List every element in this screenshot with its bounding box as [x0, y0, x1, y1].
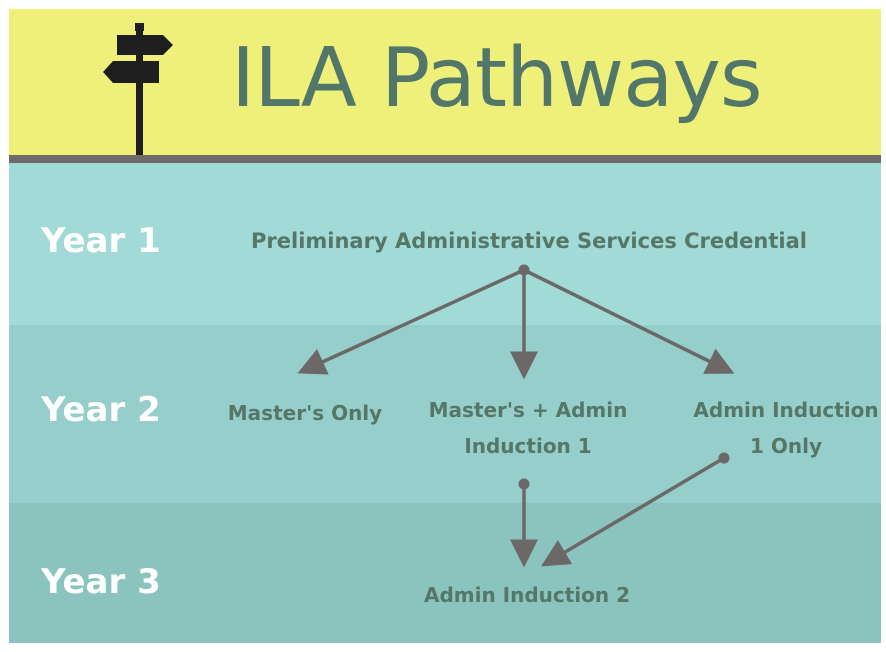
year-2-band: [9, 325, 881, 503]
year-1-band: [9, 163, 881, 325]
arrow-to-masters-only: [297, 268, 525, 375]
arrow-to-admin-induction-1: [523, 268, 735, 374]
year-1-label: Year 1: [41, 221, 161, 261]
header-divider: [9, 155, 881, 163]
arrow-admin-1-to-admin-2: [540, 456, 725, 567]
ila-pathways-diagram: ILA Pathways Year 1 Year 2 Year 3 Prelim…: [9, 9, 881, 643]
branch-dot-admin-1: [718, 452, 730, 464]
node-masters-admin-line-1: Master's + Admin: [428, 398, 628, 422]
node-admin-induction-2: Admin Induction 2: [423, 583, 631, 607]
year-3-band: [9, 503, 881, 643]
year-3-label: Year 3: [41, 562, 161, 602]
year-2-label: Year 2: [41, 390, 161, 430]
page-title: ILA Pathways: [231, 31, 763, 126]
node-masters-admin-line-2: Induction 1: [464, 434, 592, 458]
branch-dot-year-1: [518, 264, 530, 276]
node-masters-admin-induction-1: Master's + Admin Induction 1: [415, 392, 641, 464]
node-admin-1-line-1: Admin Induction: [693, 398, 879, 422]
node-admin-1-line-2: 1 Only: [749, 434, 822, 458]
node-preliminary-credential: Preliminary Administrative Services Cred…: [251, 229, 807, 253]
branch-dot-masters-admin: [518, 478, 530, 490]
node-admin-induction-1-only: Admin Induction 1 Only: [691, 392, 881, 464]
pathway-arrows: [297, 264, 735, 568]
signpost-icon: [103, 23, 173, 155]
node-masters-only: Master's Only: [227, 401, 383, 425]
